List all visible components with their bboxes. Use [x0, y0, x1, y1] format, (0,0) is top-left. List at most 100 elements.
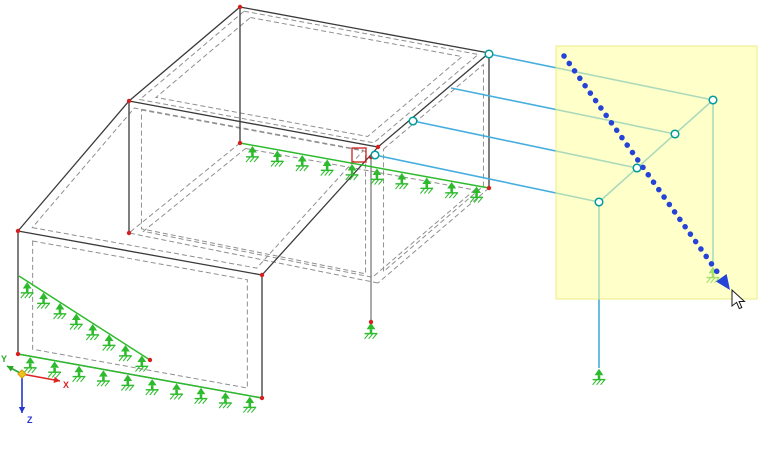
support-stem: [375, 174, 379, 180]
node-dot: [486, 185, 492, 191]
node-dot: [126, 230, 132, 236]
support-stem: [58, 309, 62, 314]
hidden-edges-layer: [31, 10, 490, 389]
support-hatch: [251, 407, 256, 413]
support-hatch: [96, 381, 102, 387]
support-icon: [243, 396, 257, 413]
hidden-edge: [128, 142, 241, 234]
support-hatch: [245, 156, 251, 163]
support-icon: [36, 292, 50, 309]
axis-label-x: X: [63, 380, 69, 390]
support-stem: [91, 330, 94, 335]
node-dot: [237, 140, 243, 146]
support-stem: [140, 361, 144, 367]
support-cone: [372, 168, 382, 175]
roof-surface-inset: [138, 10, 480, 144]
support-hatch: [121, 385, 126, 391]
support-hatch: [222, 403, 228, 409]
support-icon: [469, 186, 483, 203]
support-hatch: [73, 324, 79, 330]
mouse-cursor: [731, 288, 746, 310]
drag-arrow-layer: [561, 53, 730, 290]
support-stem: [369, 329, 373, 334]
support-stem: [597, 375, 601, 380]
construction-node[interactable]: [670, 129, 680, 139]
support-hatch: [198, 398, 203, 405]
support-cone: [22, 282, 32, 289]
axes-triad: XYZ: [1, 354, 69, 425]
node-dot: [126, 98, 132, 104]
support-stem: [450, 188, 453, 193]
axis-label-y: Y: [1, 354, 7, 364]
support-icon: [320, 159, 334, 176]
support-hatch: [592, 379, 597, 386]
support-hatch: [125, 385, 130, 391]
axis-arrowhead: [18, 407, 26, 413]
support-hatch: [169, 394, 175, 400]
support-icon: [419, 177, 434, 194]
support-cone: [123, 374, 133, 381]
wall-surface-inset: [32, 240, 248, 389]
hidden-edge: [377, 187, 490, 284]
node-dot: [259, 272, 265, 278]
support-hatch: [104, 381, 110, 387]
support-hatch: [61, 313, 66, 320]
support-row-left-line: [18, 275, 151, 361]
origin-marker: [17, 369, 27, 379]
support-stem: [350, 170, 354, 175]
support-cone: [88, 324, 98, 331]
support-cone: [39, 292, 48, 299]
edge-left-slope: [17, 100, 130, 232]
construction-node[interactable]: [408, 116, 418, 126]
support-hatch: [403, 183, 408, 190]
construction-node[interactable]: [370, 150, 380, 160]
node-dot: [375, 144, 381, 150]
support-hatch: [600, 379, 605, 386]
support-hatch: [364, 333, 369, 340]
support-icon: [72, 365, 86, 383]
support-hatch: [126, 355, 132, 362]
support-icon: [364, 322, 378, 340]
support-cone: [55, 303, 65, 310]
construction-node[interactable]: [594, 197, 604, 207]
support-icon: [245, 146, 259, 163]
support-stem: [276, 156, 279, 162]
support-stem: [425, 183, 429, 189]
support-icon: [118, 345, 132, 362]
support-cone: [245, 396, 255, 403]
support-stem: [224, 398, 227, 403]
support-cone: [347, 164, 357, 171]
support-cone: [74, 365, 84, 373]
node-dot: [259, 395, 265, 401]
support-hatch: [419, 188, 425, 194]
support-icon: [444, 182, 459, 199]
construction-node[interactable]: [632, 163, 642, 173]
floor-surface-inset: [142, 147, 476, 278]
wall-surface-inset: [140, 109, 367, 275]
support-hatch: [324, 170, 330, 176]
construction-node[interactable]: [484, 49, 494, 59]
support-hatch: [89, 334, 95, 341]
support-hatch: [399, 183, 404, 190]
axis-x: [21, 373, 61, 382]
support-hatch: [194, 398, 199, 405]
node-dot: [147, 357, 153, 363]
construction-node[interactable]: [708, 95, 718, 105]
support-hatch: [473, 197, 479, 203]
support-hatch: [85, 334, 91, 341]
support-hatch: [51, 372, 57, 378]
support-hatch: [477, 197, 483, 203]
support-cone: [397, 173, 407, 180]
roof-surface-inset: [154, 16, 464, 138]
axis-arrowhead: [53, 376, 60, 384]
drag-arrow-head: [716, 274, 730, 290]
support-hatch: [427, 188, 433, 194]
edge-mid-slope: [261, 146, 379, 276]
support-cone: [196, 387, 206, 395]
support-stem: [300, 161, 304, 166]
support-row-upper-line: [239, 142, 490, 189]
support-hatch: [149, 389, 155, 396]
support-hatch: [320, 170, 326, 176]
